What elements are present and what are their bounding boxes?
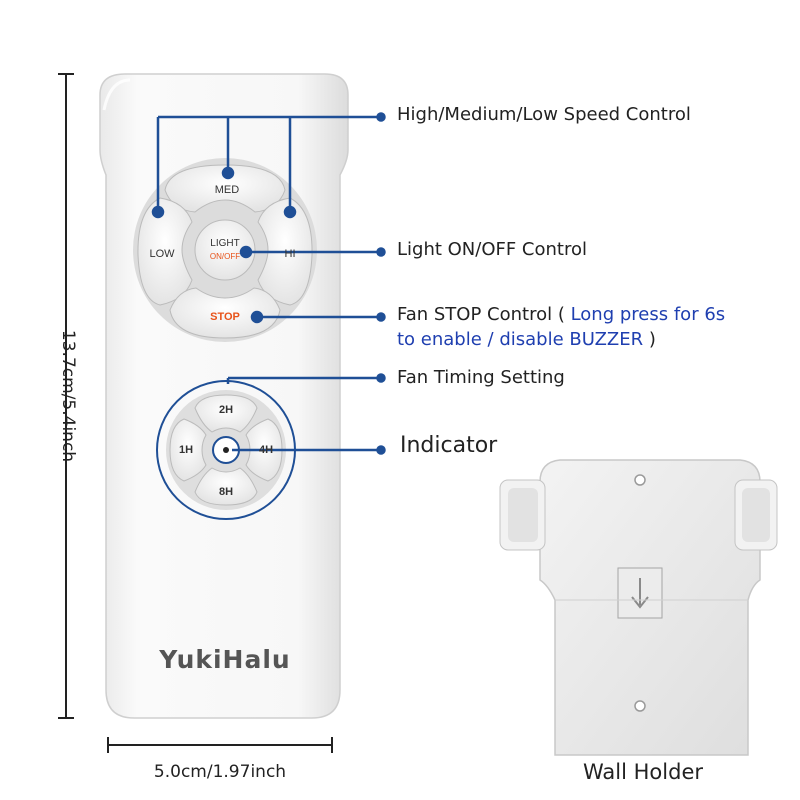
wall-holder xyxy=(499,459,778,756)
timer-8h-button[interactable] xyxy=(194,467,258,506)
stop-control-callout-line2: to enable / disable BUZZER ) xyxy=(397,329,656,350)
width-dimension-line xyxy=(107,737,333,753)
callout-lines xyxy=(151,112,386,455)
timer-1h-button[interactable] xyxy=(169,418,207,482)
light-button[interactable] xyxy=(194,219,256,281)
light-label: LIGHT xyxy=(210,238,240,249)
med-label: MED xyxy=(214,184,240,196)
speed-control-callout: High/Medium/Low Speed Control xyxy=(397,104,691,125)
stop-callout-prefix: Fan STOP Control ( xyxy=(397,304,565,325)
timer-2h-label: 2H xyxy=(218,404,234,416)
stop-label: STOP xyxy=(210,311,240,323)
med-button[interactable] xyxy=(164,164,286,213)
timing-setting-callout: Fan Timing Setting xyxy=(397,367,565,388)
light-sub-label: ON/OFF xyxy=(209,252,241,261)
stop-control-callout: Fan STOP Control ( Long press for 6s xyxy=(397,304,725,325)
indicator-callout: Indicator xyxy=(400,433,498,458)
width-dimension-label: 5.0cm/1.97inch xyxy=(153,762,287,782)
low-label: LOW xyxy=(149,248,175,260)
brand-logo: YukiHalu xyxy=(159,645,291,674)
wall-holder-caption: Wall Holder xyxy=(583,760,703,784)
stop-button[interactable] xyxy=(169,287,281,339)
hi-label: HI xyxy=(284,248,296,260)
height-dimension-line xyxy=(58,73,74,719)
stop-callout-note-line1: Long press for 6s xyxy=(570,304,726,325)
timer-2h-button[interactable] xyxy=(194,394,258,433)
low-button[interactable] xyxy=(137,197,193,306)
height-dimension-label: 13.7cm/5.4inch xyxy=(58,329,78,463)
stop-callout-note-line2: to enable / disable BUZZER xyxy=(397,329,644,350)
timer-8h-label: 8H xyxy=(218,486,234,498)
stop-callout-suffix: ) xyxy=(648,329,656,350)
timer-1h-label: 1H xyxy=(178,444,194,456)
timer-4h-label: 4H xyxy=(258,444,274,456)
speed-button-cluster xyxy=(133,158,317,342)
light-control-callout: Light ON/OFF Control xyxy=(397,239,588,260)
